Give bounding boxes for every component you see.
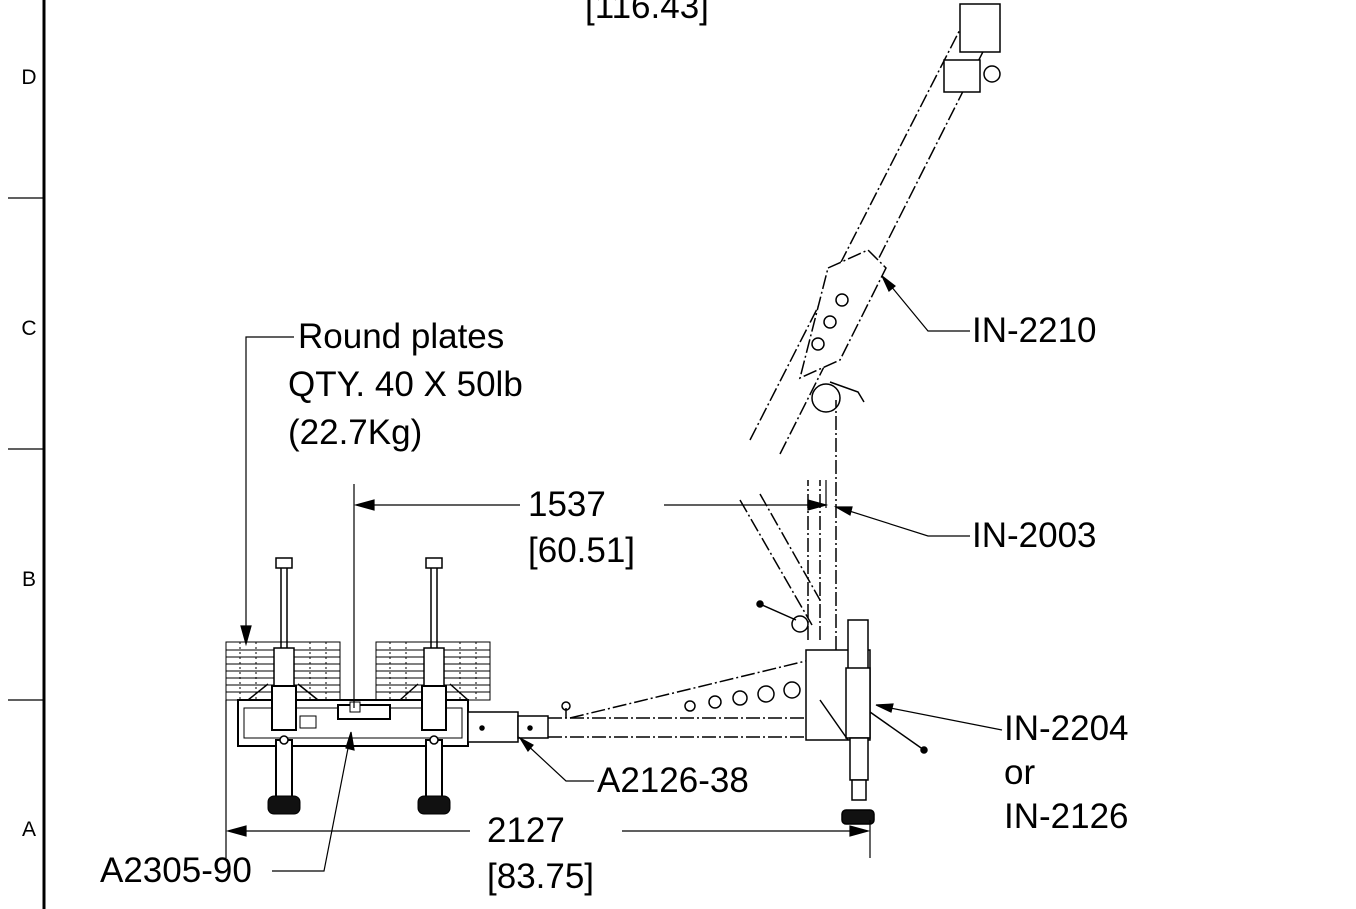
dimension-top-inch: [116.43] [585,0,709,26]
boom-arm [739,3,1001,633]
dimension-2127-inch: [83.75] [487,857,595,896]
callout-a2126-38: A2126-38 [597,761,749,800]
zone-label-b: B [21,568,36,591]
callout-in-2210: IN-2210 [972,311,1097,350]
dimension-1537-inch: [60.51] [528,531,636,570]
leg-tube [467,659,812,743]
zone-label-d: D [21,66,37,89]
zone-label-c: C [21,317,37,340]
dimension-2127 [225,700,871,858]
plates-note-line3: (22.7Kg) [288,413,423,452]
callout-in-2003: IN-2003 [972,516,1097,555]
caster-left [267,557,301,815]
caster-right [417,557,451,815]
callout-in-2126: IN-2126 [1004,797,1129,836]
dimension-2127-value: 2127 [487,811,565,850]
callout-or: or [1004,753,1036,792]
plates-note-line1: Round plates [298,317,505,356]
mast-column [805,400,928,825]
callout-in-2204: IN-2204 [1004,709,1129,748]
dimension-1537-value: 1537 [528,485,606,524]
sheet-border [8,0,46,909]
callout-a2305-90: A2305-90 [100,851,252,890]
plates-note-line2: QTY. 40 X 50lb [288,365,523,404]
zone-label-a: A [21,818,36,841]
leader-lines [240,275,1003,872]
dimension-1537 [353,480,829,708]
